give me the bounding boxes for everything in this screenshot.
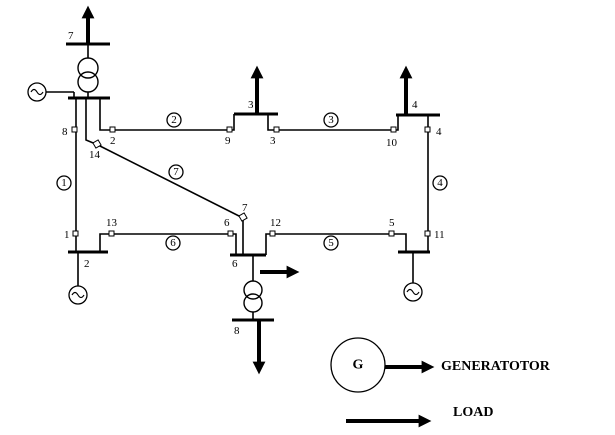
terminal-label-4: 4 bbox=[436, 126, 442, 138]
terminal-label-1: 1 bbox=[64, 229, 70, 241]
svg-text:2: 2 bbox=[171, 114, 177, 126]
line-5 bbox=[265, 233, 407, 255]
legend-generator-letter: G bbox=[353, 358, 364, 373]
terminal-1 bbox=[72, 230, 79, 237]
transformer-top bbox=[77, 57, 99, 93]
bus-label-4: 4 bbox=[412, 99, 418, 111]
transformer-bottom bbox=[243, 280, 263, 313]
bus-label-7: 7 bbox=[68, 30, 74, 42]
terminal-10 bbox=[390, 126, 397, 133]
terminal-label-3: 3 bbox=[270, 135, 276, 147]
terminal-3 bbox=[273, 126, 280, 133]
terminal-5 bbox=[388, 230, 395, 237]
bus-label-2: 2 bbox=[84, 258, 90, 270]
legend-generator: G GENERATOTOR bbox=[330, 337, 551, 393]
terminal-11 bbox=[424, 230, 431, 237]
line-2 bbox=[99, 98, 235, 131]
line-6 bbox=[99, 233, 237, 255]
terminal-label-8: 8 bbox=[62, 126, 68, 138]
terminal-12 bbox=[269, 230, 276, 237]
terminal-14 bbox=[92, 139, 102, 149]
terminal-label-2: 2 bbox=[110, 135, 116, 147]
terminal-label-6b: 6 bbox=[232, 258, 238, 270]
line-3 bbox=[267, 114, 399, 131]
terminal-label-10: 10 bbox=[386, 137, 398, 149]
generator-left bbox=[27, 82, 47, 102]
terminal-2 bbox=[109, 126, 116, 133]
terminal-label-14: 14 bbox=[89, 149, 101, 161]
svg-text:5: 5 bbox=[328, 237, 334, 249]
bus-label-3: 3 bbox=[248, 99, 254, 111]
svg-text:4: 4 bbox=[437, 177, 443, 189]
generator-bottom-right bbox=[403, 282, 423, 302]
terminal-label-6a: 6 bbox=[224, 217, 230, 229]
line-number-6: 6 bbox=[165, 235, 181, 251]
line-number-1: 1 bbox=[56, 175, 72, 191]
line-number-4: 4 bbox=[432, 175, 448, 191]
terminal-label-9: 9 bbox=[225, 135, 231, 147]
legend-load-label: LOAD bbox=[453, 405, 493, 420]
line-number-7: 7 bbox=[168, 164, 184, 180]
svg-text:3: 3 bbox=[328, 114, 334, 126]
terminal-9 bbox=[226, 126, 233, 133]
line-number-5: 5 bbox=[323, 235, 339, 251]
terminal-label-11: 11 bbox=[434, 229, 445, 241]
terminal-label-8b: 8 bbox=[234, 325, 240, 337]
legend-generator-label: GENERATOTOR bbox=[441, 359, 551, 374]
terminal-6a bbox=[227, 230, 234, 237]
terminal-4 bbox=[424, 126, 431, 133]
svg-text:1: 1 bbox=[61, 177, 67, 189]
generator-bottom-left bbox=[68, 285, 88, 305]
legend-load: LOAD bbox=[346, 405, 493, 428]
svg-text:7: 7 bbox=[173, 166, 179, 178]
terminal-label-13: 13 bbox=[106, 217, 118, 229]
terminal-8 bbox=[71, 126, 78, 133]
svg-text:6: 6 bbox=[170, 237, 176, 249]
line-number-3: 3 bbox=[323, 112, 339, 128]
terminal-13 bbox=[108, 230, 115, 237]
terminal-label-7: 7 bbox=[242, 202, 248, 214]
terminal-label-12: 12 bbox=[270, 217, 281, 229]
terminal-label-5: 5 bbox=[389, 217, 395, 229]
terminal-7 bbox=[238, 212, 248, 222]
line-number-2: 2 bbox=[166, 112, 182, 128]
